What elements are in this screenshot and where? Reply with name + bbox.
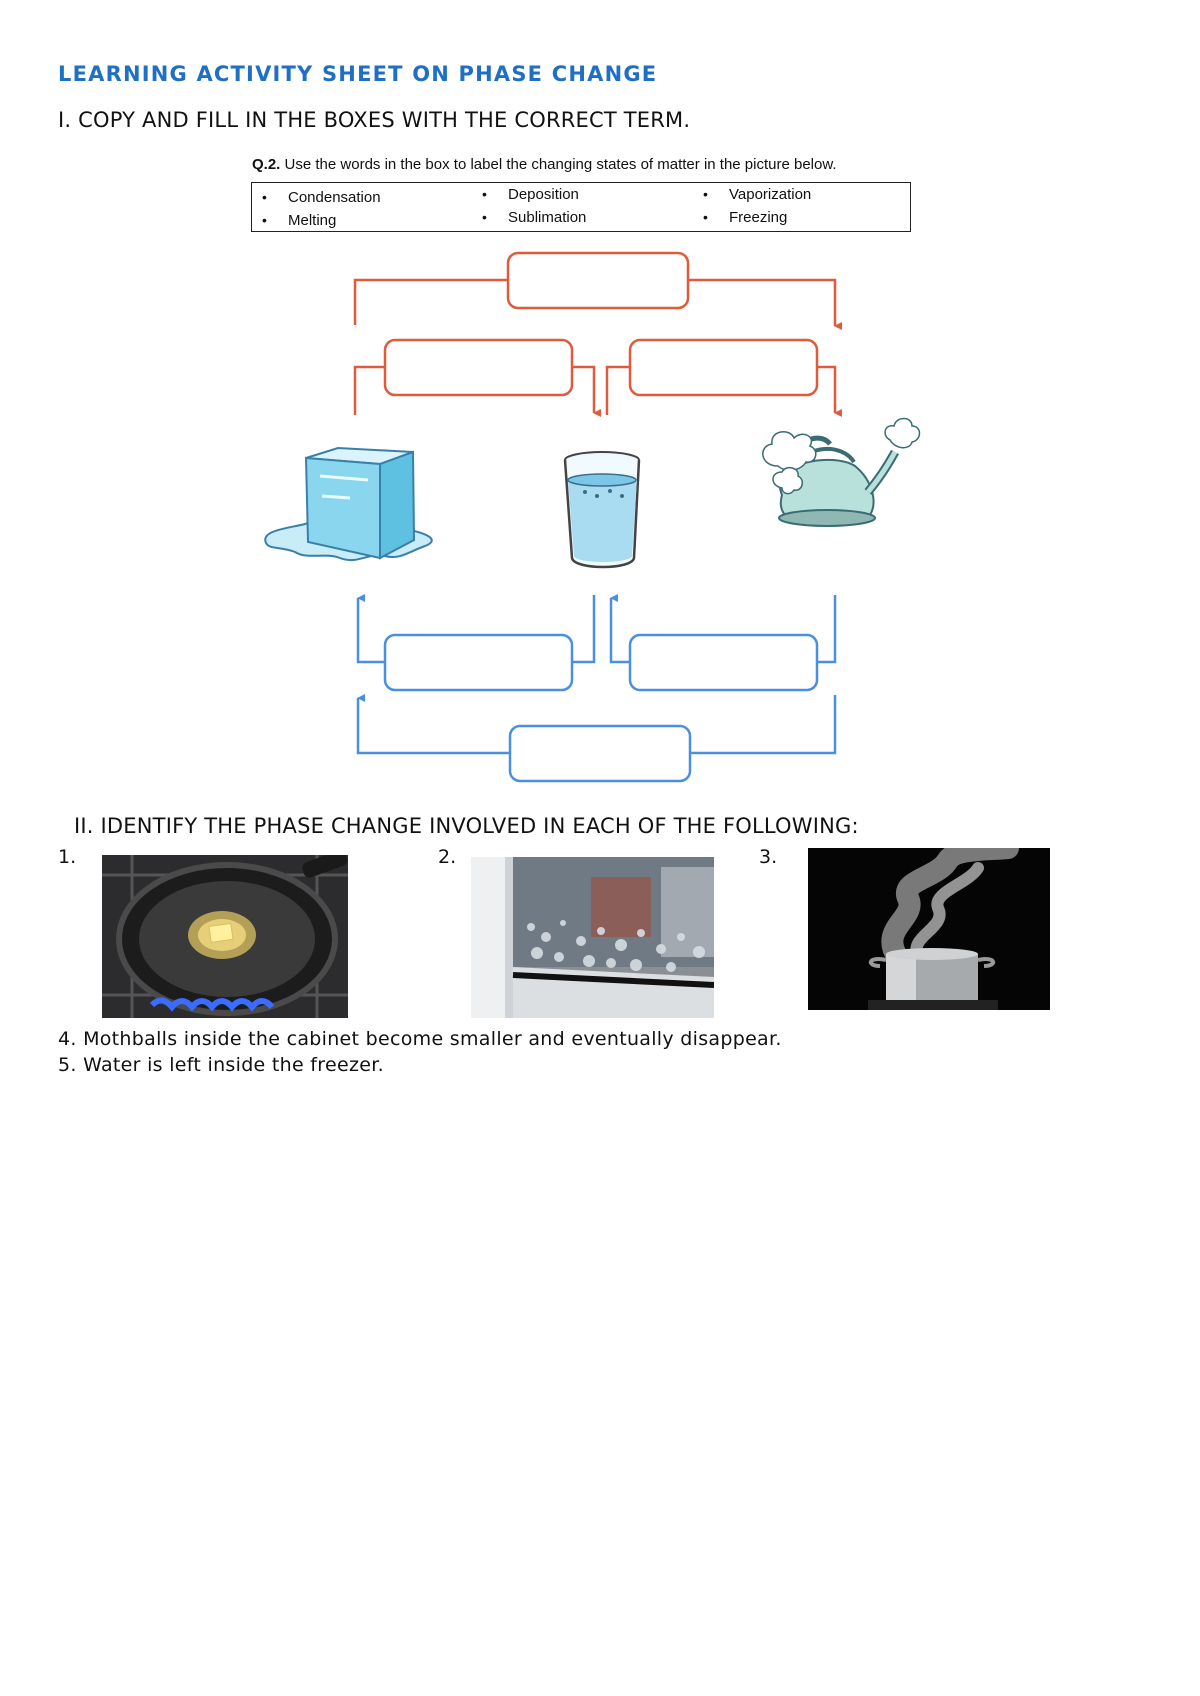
melting-line-left xyxy=(353,365,385,415)
melting-line-right xyxy=(572,365,601,417)
ice-cube-image xyxy=(264,446,433,562)
picture-number-1: 1. xyxy=(58,846,77,868)
question-label: Q.2. xyxy=(252,156,281,173)
glass-of-water-image xyxy=(563,451,641,569)
freezing-line-left xyxy=(356,594,385,664)
word-sublimation: Sublimation xyxy=(482,209,587,226)
word-deposition: Deposition xyxy=(482,186,579,203)
word-melting: Melting xyxy=(262,212,337,229)
photo-steaming-pot xyxy=(808,848,1050,1010)
vaporization-line-left xyxy=(605,365,630,415)
sublimation-line-left xyxy=(353,278,508,325)
answer-box-bottom[interactable] xyxy=(508,724,692,783)
item-4: 4. Mothballs inside the cabinet become s… xyxy=(58,1028,782,1050)
answer-box-lower-right[interactable] xyxy=(628,633,819,692)
vaporization-line-right xyxy=(817,365,842,417)
freezing-line-right xyxy=(572,595,596,664)
cooling-arrows xyxy=(356,594,837,755)
answer-box-lower-left[interactable] xyxy=(383,633,574,692)
deposition-line-left xyxy=(356,694,510,755)
section-1-heading: I. COPY AND FILL IN THE BOXES WITH THE C… xyxy=(58,108,691,132)
sublimation-line-right xyxy=(688,278,842,330)
condensation-line-left xyxy=(609,594,630,664)
photo-butter-in-pan xyxy=(102,855,348,1018)
picture-number-3: 3. xyxy=(759,846,778,868)
question-prompt: Q.2. Use the words in the box to label t… xyxy=(252,156,837,173)
condensation-line-right xyxy=(817,595,837,664)
word-bank: Condensation Melting Deposition Sublimat… xyxy=(251,182,911,232)
heating-arrows xyxy=(353,278,842,417)
page-title: LEARNING ACTIVITY SHEET ON PHASE CHANGE xyxy=(58,62,658,86)
photo-foggy-window xyxy=(471,857,714,1018)
kettle-image xyxy=(762,417,921,527)
word-freezing: Freezing xyxy=(703,209,788,226)
section-2-heading: II. IDENTIFY THE PHASE CHANGE INVOLVED I… xyxy=(74,814,859,838)
phase-change-diagram xyxy=(264,251,921,783)
picture-number-2: 2. xyxy=(438,846,457,868)
answer-box-upper-left[interactable] xyxy=(383,338,574,397)
question-text: Use the words in the box to label the ch… xyxy=(284,156,837,173)
item-5: 5. Water is left inside the freezer. xyxy=(58,1054,384,1076)
deposition-line-right xyxy=(690,695,837,755)
word-vaporization: Vaporization xyxy=(703,186,811,203)
answer-box-top[interactable] xyxy=(506,251,690,310)
word-condensation: Condensation xyxy=(262,189,380,206)
answer-box-upper-right[interactable] xyxy=(628,338,819,397)
